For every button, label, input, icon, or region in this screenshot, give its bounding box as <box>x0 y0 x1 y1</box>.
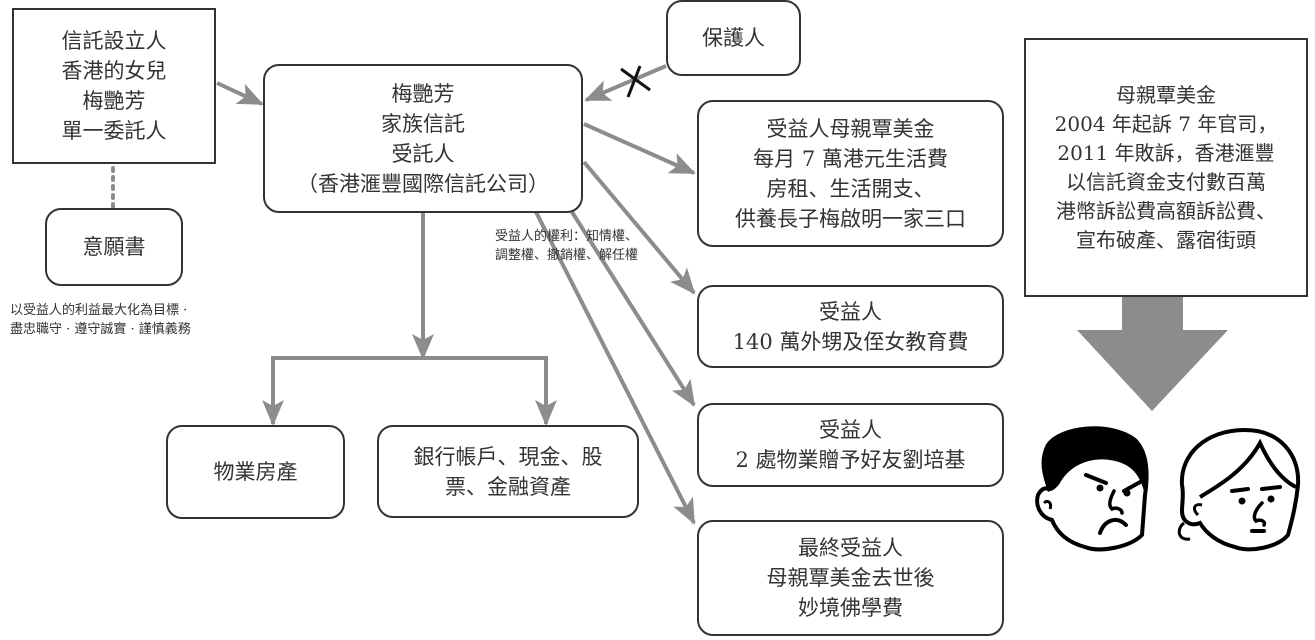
beneficiary-line: 2 處物業贈予好友劉培基 <box>735 448 966 472</box>
duty-note-line: 盡忠職守 · 遵守誠實 · 謹慎義務 <box>10 322 191 337</box>
letter-of-wishes-label: 意願書 <box>82 235 146 259</box>
lawsuit-line: 母親覃美金 <box>1116 82 1216 107</box>
beneficiary-box-3: 受益人 2 處物業贈予好友劉培基 <box>697 403 1004 487</box>
lawsuit-line: 2011 年敗訴，香港滙豐 <box>1057 140 1275 165</box>
arrow-protector-to-trustee <box>584 64 667 102</box>
arrow-trustee-to-final-beneficiary <box>534 211 696 525</box>
protector-box: 保護人 <box>666 0 801 76</box>
lawsuit-line: 以信託資金支付數百萬 <box>1066 169 1266 194</box>
rights-note-line: 調整權、撤銷權、解任權 <box>495 248 639 263</box>
arrow-trustee-to-beneficiary-3 <box>570 210 696 407</box>
asset-line: 銀行帳戶、現金、股 <box>413 444 603 469</box>
protector-label: 保護人 <box>702 26 765 50</box>
duty-note-line: 以受益人的利益最大化為目標 · <box>10 303 188 318</box>
rights-note: 受益人的權利：知情權、 調整權、撤銷權、解任權 <box>495 227 638 265</box>
asset-line: 票、金融資產 <box>445 474 571 499</box>
arrow-settlor-to-trustee <box>216 81 264 106</box>
angry-man-face-icon <box>1035 426 1149 552</box>
settlor-line: 梅艷芳 <box>82 89 146 113</box>
trustee-line: 家族信託 <box>381 111 465 136</box>
settlor-line: 信託設立人 <box>61 29 167 53</box>
arrow-trustee-to-beneficiary-1 <box>583 122 696 175</box>
beneficiary-line: 最終受益人 <box>798 536 903 560</box>
trustee-line: 受託人 <box>391 141 455 166</box>
beneficiary-line: 受益人 <box>819 299 882 324</box>
trustee-line: 梅艷芳 <box>391 81 455 106</box>
beneficiary-line: 房租、生活開支、 <box>766 176 935 201</box>
beneficiary-line: 受益人 <box>819 418 882 442</box>
beneficiary-line: 受益人母親覃美金 <box>766 116 935 141</box>
duty-note: 以受益人的利益最大化為目標 · 盡忠職守 · 遵守誠實 · 謹慎義務 <box>10 301 191 339</box>
asset-branch-line <box>271 356 548 420</box>
trustee-box: 梅艷芳 家族信託 受託人 （香港滙豐國際信託公司） <box>263 64 583 213</box>
angry-woman-face-icon <box>1177 427 1301 552</box>
lawsuit-line: 港幣訴訟費高額訴訟費、 <box>1056 198 1276 223</box>
settlor-line: 香港的女兒 <box>61 59 167 83</box>
beneficiary-line: 每月 7 萬港元生活費 <box>753 146 948 171</box>
property-asset-box: 物業房產 <box>166 425 345 519</box>
beneficiary-line: 供養長子梅啟明一家三口 <box>735 206 966 231</box>
rights-note-line: 受益人的權利：知情權、 <box>495 229 639 244</box>
financial-asset-box: 銀行帳戶、現金、股 票、金融資產 <box>377 425 639 518</box>
asset-line: 物業房產 <box>213 460 298 484</box>
beneficiary-line: 140 萬外甥及侄女教育費 <box>732 329 969 354</box>
lawsuit-line: 宣布破產、露宿街頭 <box>1076 227 1256 252</box>
beneficiary-box-1: 受益人母親覃美金 每月 7 萬港元生活費 房租、生活開支、 供養長子梅啟明一家三… <box>697 100 1004 247</box>
arrow-trustee-to-beneficiary-2 <box>582 160 696 295</box>
down-arrow-icon <box>1077 296 1228 411</box>
lawsuit-line: 2004 年起訴 7 年官司， <box>1054 111 1278 136</box>
lawsuit-box: 母親覃美金 2004 年起訴 7 年官司， 2011 年敗訴，香港滙豐 以信託資… <box>1024 38 1308 297</box>
beneficiary-box-2: 受益人 140 萬外甥及侄女教育費 <box>697 285 1004 368</box>
settlor-box: 信託設立人 香港的女兒 梅艷芳 單一委託人 <box>12 8 216 164</box>
final-beneficiary-box: 最終受益人 母親覃美金去世後 妙境佛學費 <box>697 520 1004 636</box>
trustee-line: （香港滙豐國際信託公司） <box>297 171 549 196</box>
settlor-line: 單一委託人 <box>61 119 167 143</box>
beneficiary-line: 母親覃美金去世後 <box>766 566 935 590</box>
beneficiary-line: 妙境佛學費 <box>798 596 903 620</box>
blocked-cross-icon <box>620 65 651 98</box>
letter-of-wishes-box: 意願書 <box>45 208 183 286</box>
